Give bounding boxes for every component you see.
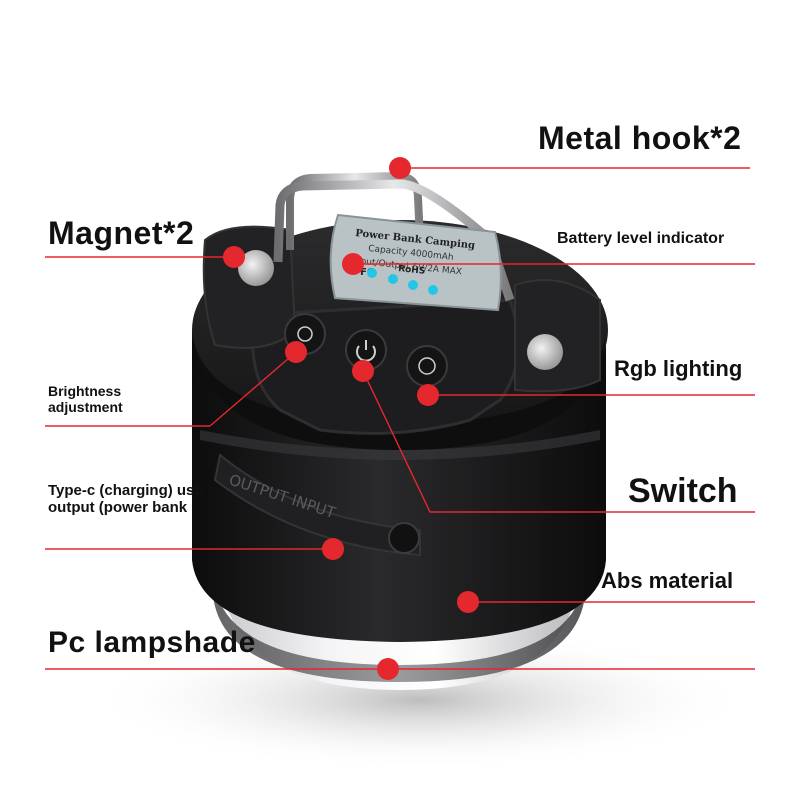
top-rim <box>192 330 606 450</box>
label-switch: Switch <box>628 472 738 510</box>
label-abs: Abs material <box>601 568 734 593</box>
port-recess <box>213 453 421 557</box>
right-block <box>514 279 601 393</box>
led-3 <box>408 280 418 290</box>
lampshade-ring <box>214 585 584 682</box>
panel-rohs: RoHS <box>398 264 426 277</box>
battery-panel <box>329 213 502 312</box>
sun-icon <box>297 326 313 342</box>
label-metal-hook: Metal hook*2 <box>538 120 742 156</box>
body-band <box>200 430 600 460</box>
led-4 <box>428 285 438 295</box>
magnet-left <box>238 250 274 286</box>
label-pc-lampshade: Pc lampshade <box>48 626 256 659</box>
callout-dots <box>223 157 479 680</box>
port-cover <box>388 522 420 554</box>
led-2 <box>388 274 398 284</box>
rgb-button[interactable] <box>406 345 448 387</box>
floor-shadow <box>90 630 750 770</box>
label-typec: Type-c (charging) usb output (power bank <box>48 482 204 516</box>
led-1 <box>367 268 377 278</box>
metal-hook-front <box>273 179 515 302</box>
label-magnet: Magnet*2 <box>48 215 195 251</box>
label-battery-indicator: Battery level indicator <box>557 230 725 247</box>
callouts <box>45 167 755 670</box>
label-brightness: Brightness adjustment <box>48 383 123 415</box>
rgb-icon <box>418 357 436 375</box>
magnet-right <box>527 334 563 370</box>
battery-leds <box>367 268 438 295</box>
label-rgb-lighting: Rgb lighting <box>614 356 743 381</box>
